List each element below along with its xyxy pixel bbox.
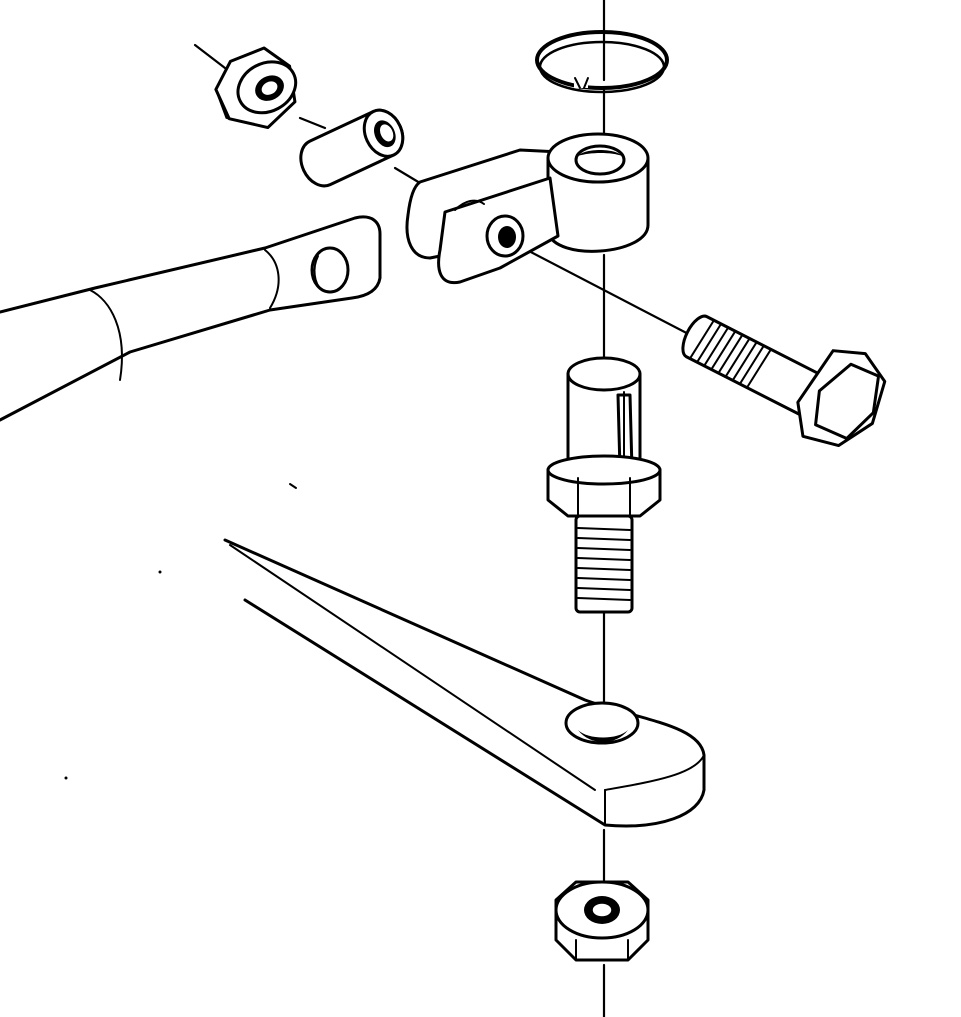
diagonal-axis-bolt — [498, 234, 702, 342]
spacer-bush — [299, 108, 405, 188]
steering-lever — [223, 483, 706, 828]
threaded-pivot-pin — [546, 356, 662, 614]
lock-nut-lower — [554, 880, 650, 962]
lock-nut-upper — [214, 46, 298, 130]
clevis-yoke — [405, 132, 650, 285]
clevis-bolt — [681, 314, 887, 448]
print-specks — [64, 570, 162, 780]
drag-link-arm — [0, 215, 382, 422]
circlip — [535, 30, 669, 94]
